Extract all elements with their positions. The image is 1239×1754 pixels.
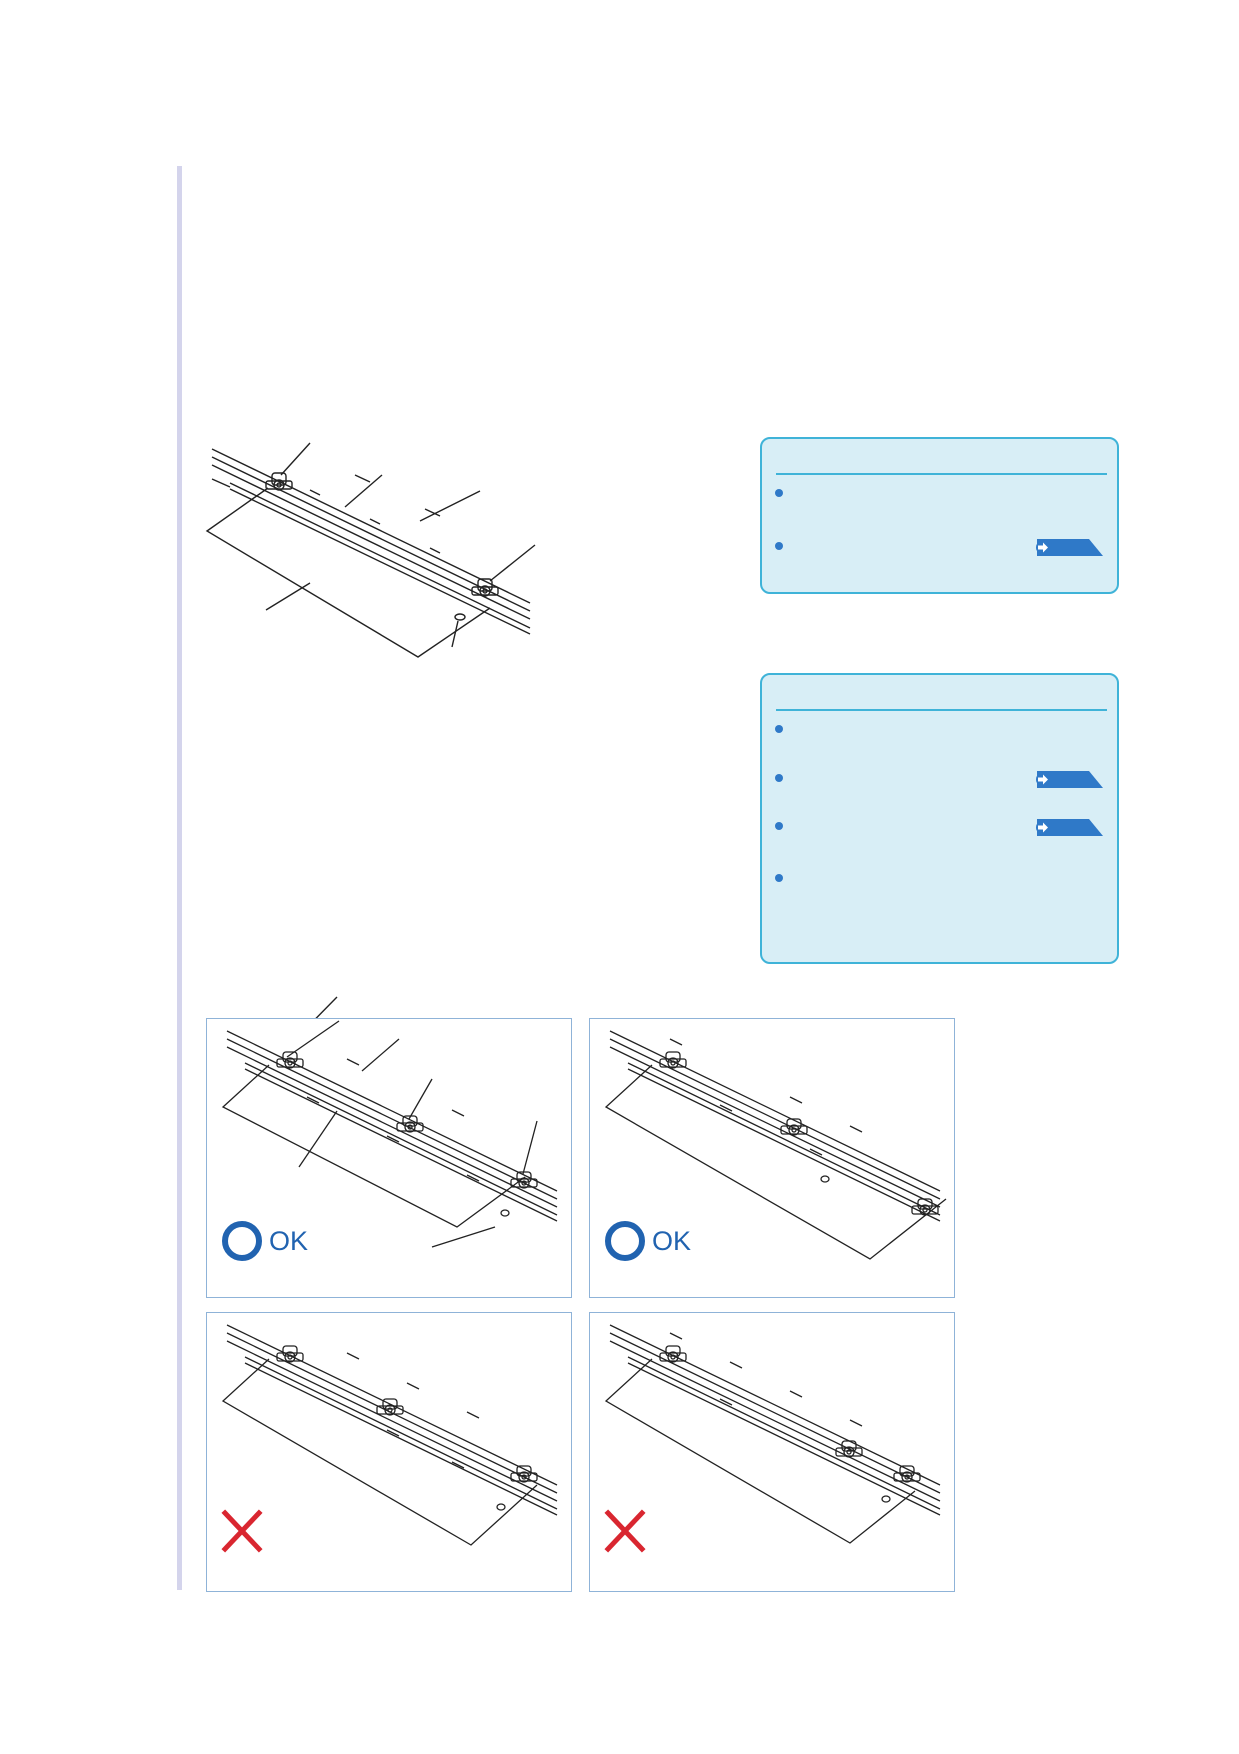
ok-label: OK (652, 1226, 692, 1256)
bullet-dot-icon (775, 874, 783, 882)
panel-ng-right (589, 1312, 955, 1592)
ok-label: OK (269, 1226, 309, 1256)
arrow-reference-icon[interactable] (1033, 539, 1103, 556)
note-box-upper (760, 437, 1119, 594)
arrow-reference-icon[interactable] (1033, 771, 1103, 788)
side-margin-rule (177, 166, 182, 1590)
panel-ok-left: OK (206, 1018, 572, 1298)
note-box-divider (776, 709, 1107, 711)
x-cross-icon (221, 1509, 263, 1553)
bullet-dot-icon (775, 489, 783, 497)
plotter-ok-illustration (221, 1020, 558, 1261)
bullet-dot-icon (775, 822, 783, 830)
panel-ng-left (206, 1312, 572, 1592)
arrow-reference-icon[interactable] (1033, 819, 1103, 836)
plotter-loading-illustration (205, 442, 536, 658)
panel-ok-right: OK (589, 1018, 955, 1298)
circle-ok-icon (605, 1221, 645, 1261)
note-box-divider (776, 473, 1107, 475)
plotter-ok-illustration (604, 1030, 947, 1261)
bullet-dot-icon (775, 725, 783, 733)
note-box-lower (760, 673, 1119, 964)
plotter-ng-illustration (221, 1324, 558, 1553)
plotter-ng-illustration (604, 1324, 941, 1553)
circle-ok-icon (222, 1221, 262, 1261)
bullet-dot-icon (775, 542, 783, 550)
bullet-dot-icon (775, 774, 783, 782)
x-cross-icon (604, 1509, 646, 1553)
